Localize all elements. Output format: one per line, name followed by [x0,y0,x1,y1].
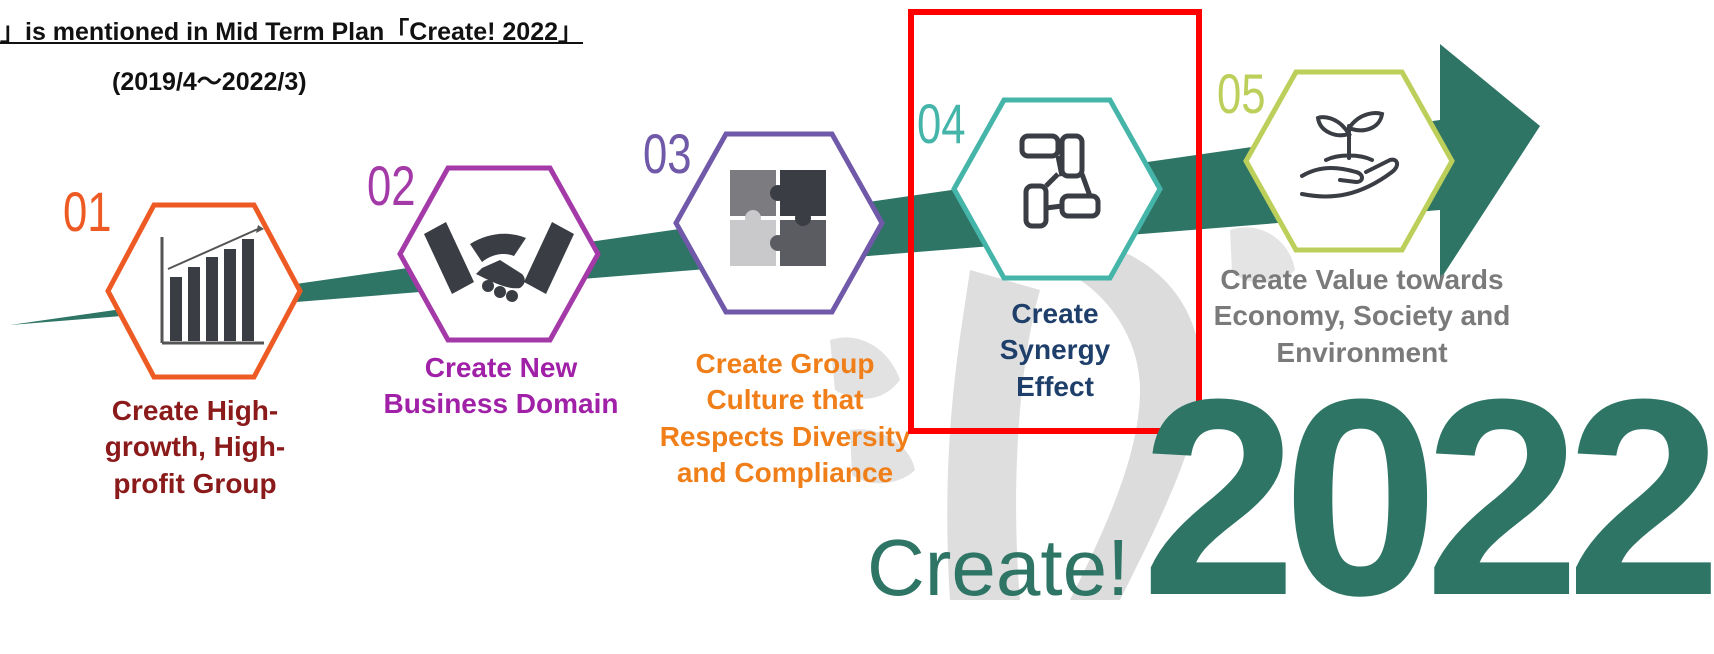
caption-line: Respects Diversity [659,420,911,452]
joined-hands-icon [1019,133,1101,229]
step-03-number: 03 [643,122,692,185]
logo-create-text: Create! [867,523,1130,612]
caption-line: Create New [424,352,578,383]
caption-line: Create [1011,298,1099,329]
caption-line: Environment [1276,336,1448,368]
step-04-highlight-frame [908,9,1202,434]
caption-line: Culture that [706,384,864,416]
step-04-number: 04 [917,92,966,155]
progress-arrow [10,44,1540,325]
caption-line: Create Value towards [1220,264,1504,295]
header-period: (2019/4～2022/3) [112,68,307,96]
logo-year-text: 2022 [1141,342,1714,654]
caption-line: Create High- [111,395,279,426]
step-04-caption: Create Synergy Effect [910,296,1200,405]
step-01-number: 01 [63,180,112,243]
step-03-caption: Create Group Culture that Respects Diver… [630,346,940,492]
step-02-hexagon [397,165,601,343]
step-01-caption: Create High- growth, High- profit Group [60,393,330,502]
step-04-hexagon [951,97,1163,281]
caption-line: Economy, Society and [1213,300,1511,332]
caption-line: growth, High- [104,431,286,463]
step-01-hexagon [105,202,303,380]
step-05-hexagon [1243,69,1455,253]
caption-line: Effect [1016,370,1094,402]
caption-line: profit Group [113,467,277,499]
caption-line: Synergy [999,334,1111,366]
header-title: 」is mentioned in Mid Term Plan「Create! 2… [0,18,584,46]
caption-line: and Compliance [676,457,894,489]
step-02-number: 02 [367,154,416,217]
bar-chart-icon [160,225,264,345]
step-05-number: 05 [1217,62,1266,125]
handshake-icon [424,222,574,302]
step-03-hexagon [673,131,885,315]
step-05-caption: Create Value towards Economy, Society an… [1212,262,1512,371]
caption-line: Business Domain [383,388,619,420]
plant-in-hand-icon [1300,111,1399,199]
brush-watermark [830,227,1295,600]
puzzle-icon [730,170,826,266]
caption-line: Create Group [695,348,875,379]
step-02-caption: Create New Business Domain [366,350,636,423]
